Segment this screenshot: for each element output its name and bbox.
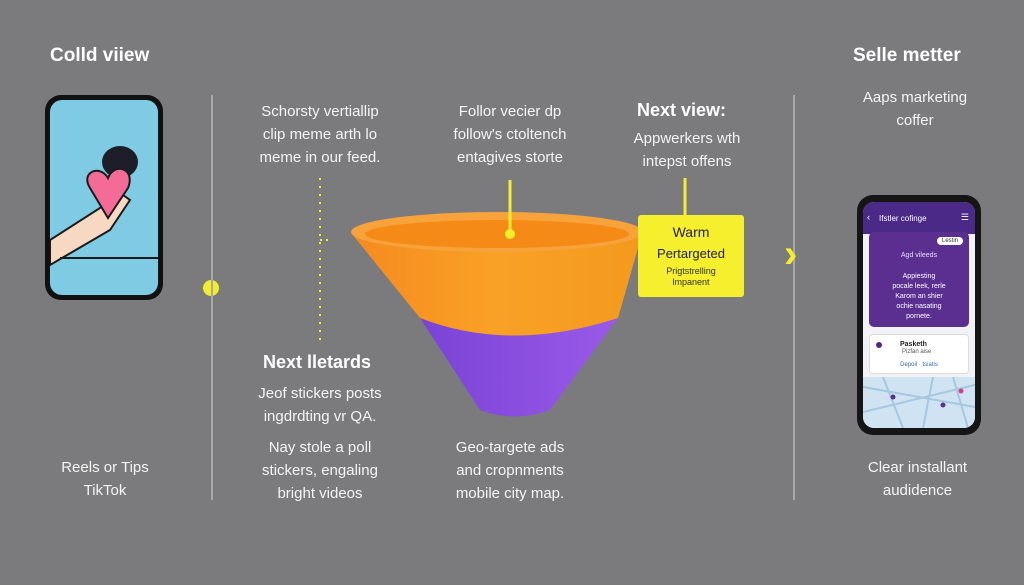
app-ad-card[interactable]: Lestin Agd vileeds Appiesting pocale lee… [869, 232, 969, 327]
card-line: Appiesting [902, 273, 936, 280]
warm-box-line3: lmpanent [672, 277, 710, 287]
left-phone [45, 95, 163, 300]
right-caption-line: Clear installant [867, 459, 968, 476]
left-phone-screen [50, 100, 158, 295]
location-icon [876, 342, 882, 348]
city-map[interactable] [863, 376, 975, 428]
card-line: pornete. [906, 313, 932, 320]
map-streets-graphic [863, 376, 975, 428]
col2-bottom-line: bright videos [277, 485, 363, 502]
funnel-graphic [351, 180, 643, 417]
dotted-connector [319, 178, 330, 343]
right-sub-line: Aaps marketing [862, 89, 968, 106]
col2-bottom-line: Nay stole a poll [268, 439, 372, 456]
col3-bottom-line: and cropnments [456, 462, 564, 479]
funnel-top-segment [352, 234, 642, 336]
col4-line: Appwerkers wth [633, 130, 741, 147]
right-caption: Clear installant audidence [840, 456, 995, 502]
col3-bottom-line: Geo-targete ads [455, 439, 565, 456]
col4-text: Appwerkers wth intepst offens [612, 127, 762, 173]
back-icon[interactable]: ‹ [867, 212, 870, 222]
warm-box-line3: Prigtstrelling [666, 266, 716, 276]
warm-box-details: Prigtstrelling lmpanent [638, 266, 744, 288]
menu-icon[interactable]: ☰ [960, 212, 969, 222]
left-caption-line: Reels or Tips [61, 459, 149, 476]
card-line: pocale leek, rerle [892, 283, 946, 290]
app-info-panel[interactable]: Pasketh Pizfan aise Depoil · tsiatis [869, 334, 969, 374]
app-header: ‹ Ifstler cofinge ☰ [863, 202, 975, 234]
col3-top-line: Follor vecier dp [458, 103, 562, 120]
right-phone: ‹ Ifstler cofinge ☰ Lestin Agd vileeds A… [857, 195, 981, 435]
chevron-right-icon: › [784, 232, 798, 276]
col2-top-line: clip meme arth lo [262, 126, 378, 143]
app-header-title: Ifstler cofinge [879, 214, 927, 223]
right-phone-screen: ‹ Ifstler cofinge ☰ Lestin Agd vileeds A… [863, 202, 975, 428]
col3-bottom-text: Geo-targete ads and cropnments mobile ci… [430, 436, 590, 505]
right-sub-line: coffer [896, 112, 934, 129]
card-title: Agd vileeds [900, 252, 938, 259]
col2-heading: Next lletards [263, 352, 372, 372]
left-caption-line: TikTok [83, 482, 127, 499]
col3-top-line: follow's ctoltench [453, 126, 567, 143]
left-caption: Reels or Tips TikTok [45, 456, 165, 502]
col4-heading: Next view: [637, 100, 727, 120]
divider-right [793, 95, 795, 500]
right-caption-line: audidence [882, 482, 953, 499]
col2-mid-line: ingdrdting vr QA. [263, 408, 377, 425]
info-subtitle: Pizfan aise [902, 349, 932, 355]
col4-line: intepst offens [642, 153, 732, 170]
col2-top-line: meme in our feed. [259, 149, 381, 166]
col2-mid-text: Jeof stickers posts ingdrdting vr QA. [240, 382, 400, 428]
warm-targeted-box: Warm Pertargeted Prigtstrelling lmpanent [638, 215, 744, 297]
divider-left [211, 95, 213, 500]
col2-bottom-text: Nay stole a poll stickers, engaling brig… [240, 436, 400, 505]
col2-mid-line: Jeof stickers posts [258, 385, 382, 402]
card-pill[interactable]: Lestin [936, 237, 963, 245]
warm-box-line1: Warm [672, 224, 710, 240]
col2-top-line: Schorsty vertiallip [261, 103, 379, 120]
col3-top-text: Follor vecier dp follow's ctoltench enta… [430, 100, 590, 169]
hand-heart-illustration [50, 146, 158, 267]
right-sub: Aaps marketing coffer [840, 86, 990, 132]
right-title: Selle metter [853, 45, 961, 66]
left-title: Colld viiew [50, 45, 150, 66]
info-actions[interactable]: Depoil · tsiatis [900, 362, 938, 368]
col3-top-line: entagives storte [457, 149, 563, 166]
info-title: Pasketh [900, 341, 927, 348]
col2-bottom-line: stickers, engaling [262, 462, 378, 479]
col3-bottom-line: mobile city map. [455, 485, 565, 502]
card-line: Karom an shier [895, 293, 943, 300]
card-body: Appiesting pocale leek, rerle Karom an s… [875, 272, 963, 322]
col2-top-text: Schorsty vertiallip clip meme arth lo me… [240, 100, 400, 169]
card-line: ochie nasating [896, 303, 942, 310]
funnel-bottom-segment [420, 318, 618, 417]
warm-box-line2: Pertargeted [657, 246, 725, 261]
connector-line [683, 178, 687, 216]
